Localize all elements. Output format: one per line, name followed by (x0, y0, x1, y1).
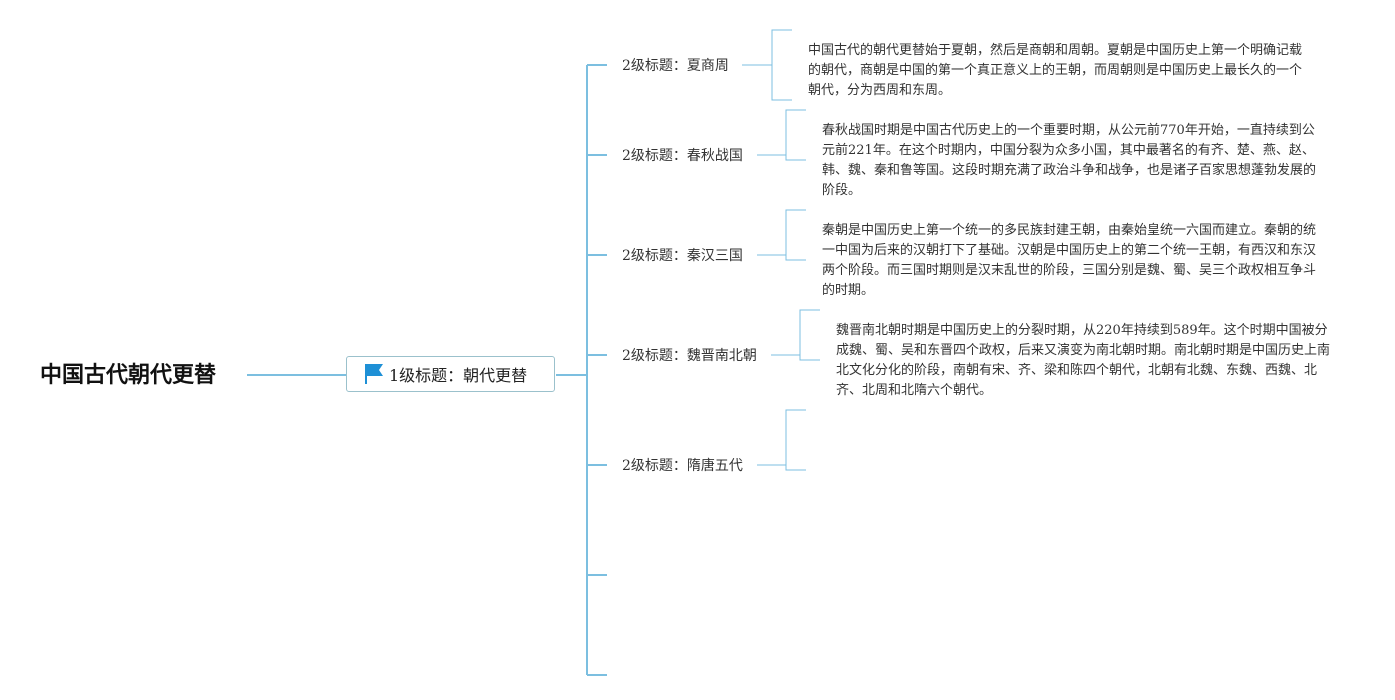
bracket-branch5 (785, 409, 806, 471)
bracket-branch1 (771, 29, 792, 101)
level2-topic-chunqiu-zhanguo[interactable]: 2级标题：春秋战国 (622, 148, 743, 164)
level2-topic-sui-tang-wudai[interactable]: 2级标题：隋唐五代 (622, 458, 743, 474)
detail-text-chunqiu-zhanguo: 春秋战国时期是中国古代历史上的一个重要时期，从公元前770年开始，一直持续到公元… (822, 123, 1317, 198)
detail-bracket-group (742, 29, 820, 471)
detail-text-weijin-nanbeichao: 魏晋南北朝时期是中国历史上的分裂时期，从220年持续到589年。这个时期中国被分… (836, 323, 1331, 398)
level2-topic-qin-han-sanguo[interactable]: 2级标题：秦汉三国 (622, 248, 743, 264)
flag-icon (365, 364, 383, 384)
level1-topic[interactable]: 1级标题：朝代更替 (346, 356, 555, 392)
root-topic[interactable]: 中国古代朝代更替 (40, 363, 217, 388)
bracket-branch4 (799, 309, 820, 361)
level2-topic-weijin-nanbeichao[interactable]: 2级标题：魏晋南北朝 (622, 348, 757, 364)
bracket-branch3 (785, 209, 806, 261)
level2-topic-xia-shang-zhou[interactable]: 2级标题：夏商周 (622, 58, 729, 74)
detail-text-xia-shang-zhou: 中国古代的朝代更替始于夏朝，然后是商朝和周朝。夏朝是中国历史上第一个明确记载的朝… (808, 43, 1303, 98)
detail-text-qin-han-sanguo: 秦朝是中国历史上第一个统一的多民族封建王朝，由秦始皇统一六国而建立。秦朝的统一中… (822, 223, 1317, 298)
bracket-branch2 (785, 109, 806, 161)
connector-group (247, 64, 607, 676)
level1-topic-label: 1级标题：朝代更替 (389, 366, 528, 385)
